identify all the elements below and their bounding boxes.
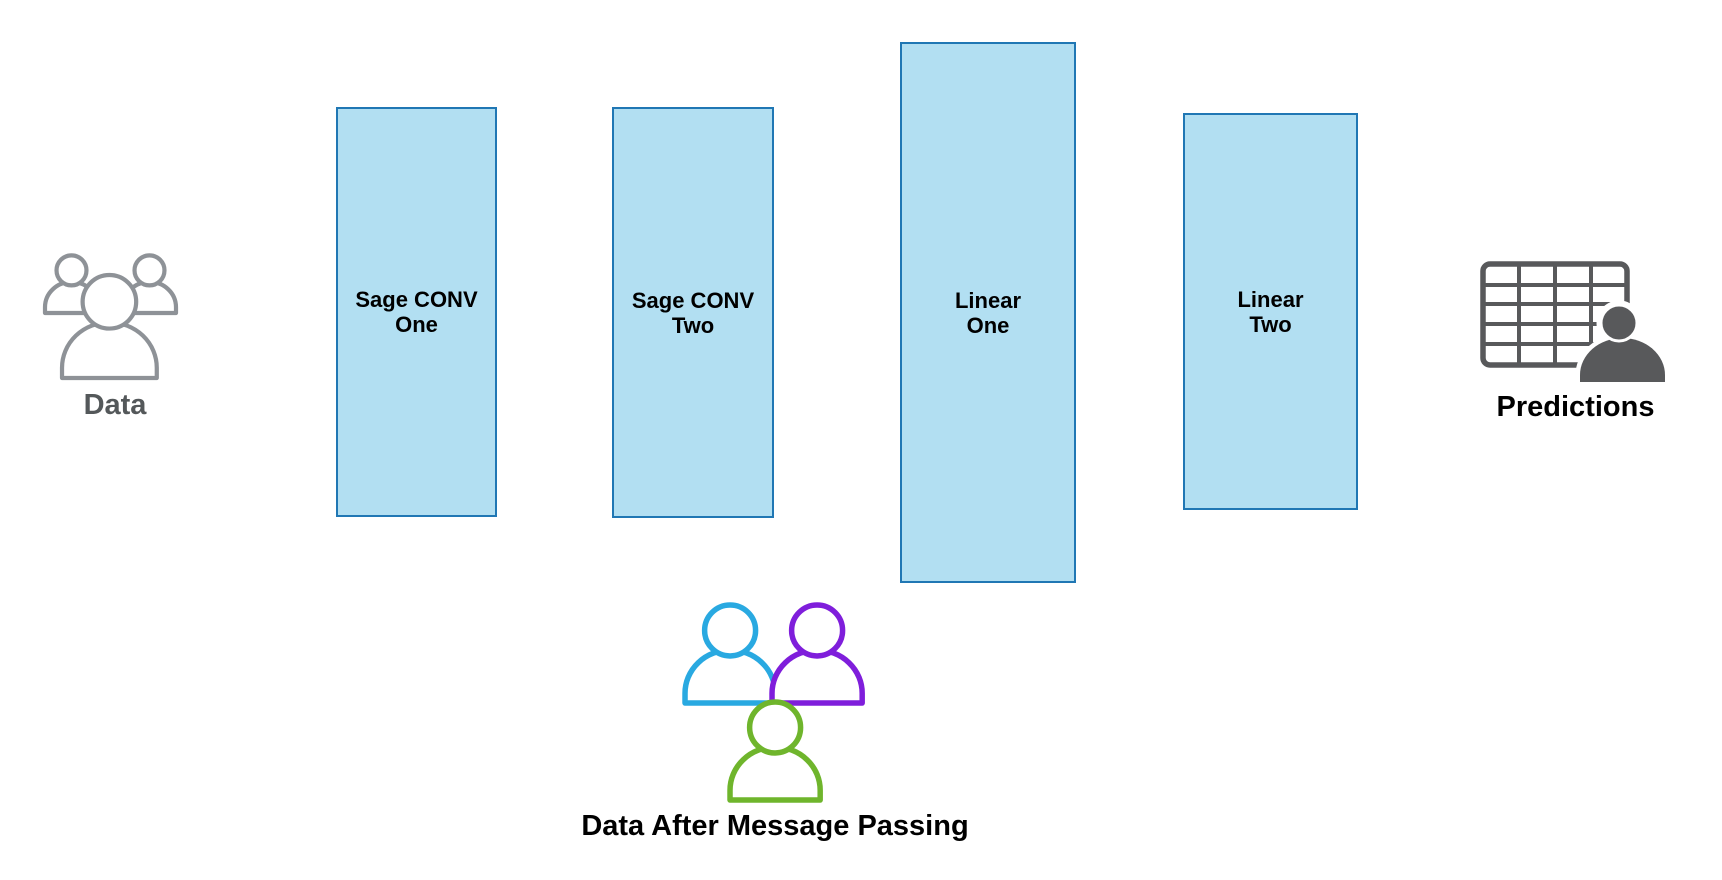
- layer-label-line1: Linear: [954, 287, 1022, 313]
- data-label: Data: [83, 389, 147, 421]
- layer-label-line2: Two: [671, 312, 715, 338]
- purple-person: [772, 605, 862, 703]
- predictions-label: Predictions: [1496, 391, 1655, 423]
- green-person: [730, 702, 820, 800]
- table-user-icon: [1480, 261, 1670, 387]
- layer-label-line1: Sage CONV: [355, 287, 478, 312]
- layer-box-linear-one: Linear One: [900, 42, 1076, 583]
- layer-label-line2: One: [395, 312, 438, 337]
- predictions-node: Predictions: [1478, 258, 1673, 433]
- layer-box-sage-conv-one: Sage CONV One: [336, 107, 497, 517]
- message-passing-node: Data After Message Passing: [581, 598, 969, 853]
- people-group-colored-icon: [675, 598, 875, 808]
- people-group-outline-icon: [40, 243, 190, 383]
- message-passing-label: Data After Message Passing: [581, 810, 969, 842]
- layer-label-line1: Linear: [1237, 286, 1304, 312]
- data-node: Data: [40, 243, 190, 433]
- layer-box-linear-two: Linear Two: [1183, 113, 1358, 510]
- layer-box-sage-conv-two: Sage CONV Two: [612, 107, 774, 518]
- layer-label-line2: Two: [1249, 311, 1292, 337]
- user-silhouette-icon: [1575, 300, 1670, 387]
- blue-person: [685, 605, 775, 703]
- layer-label-line2: One: [966, 312, 1010, 338]
- layer-label-line1: Sage CONV: [631, 287, 755, 313]
